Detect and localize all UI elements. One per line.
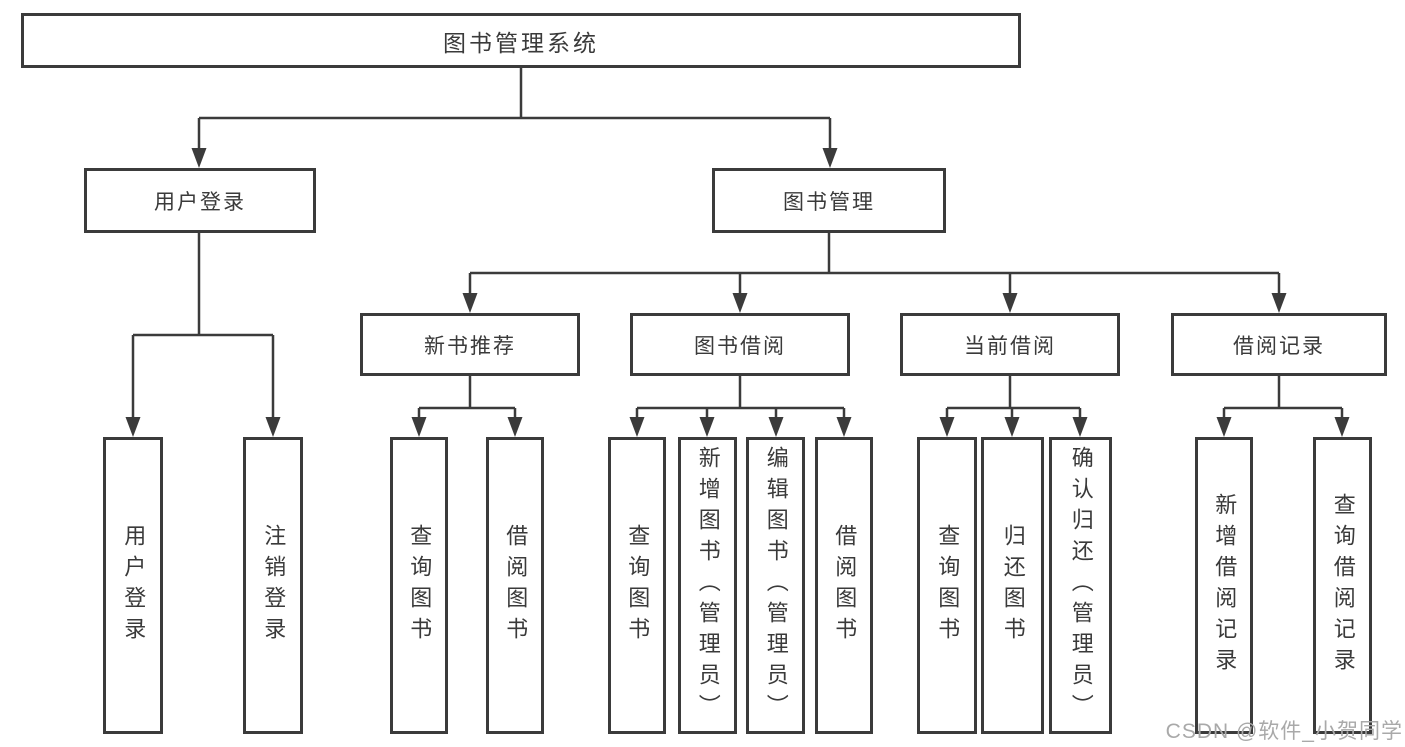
leaf-logout: 注销登录 — [243, 437, 303, 734]
node-label: 当前借阅 — [964, 334, 1056, 358]
node-label: 用户登录 — [154, 190, 246, 214]
leaf-query-books-current: 查询图书 — [917, 437, 977, 734]
node-new-book-recommend: 新书推荐 — [360, 313, 580, 376]
node-book-borrow: 图书借阅 — [630, 313, 850, 376]
node-label: 新增图书（管理员） — [695, 446, 721, 725]
node-label: 确认归还（管理员） — [1068, 446, 1094, 725]
node-label: 用户登录 — [121, 523, 147, 648]
leaf-user-login: 用户登录 — [103, 437, 163, 734]
leaf-confirm-return-admin: 确认归还（管理员） — [1049, 437, 1112, 734]
node-label: 新书推荐 — [424, 334, 516, 358]
node-label: 编辑图书（管理员） — [763, 446, 789, 725]
leaf-return-book: 归还图书 — [981, 437, 1044, 734]
node-label: 借阅图书 — [503, 523, 529, 648]
node-label: 注销登录 — [261, 523, 287, 648]
leaf-query-books-borrow: 查询图书 — [608, 437, 666, 734]
watermark: CSDN @软件_小贺同学 — [1165, 720, 1403, 743]
node-borrow-records: 借阅记录 — [1171, 313, 1387, 376]
node-library-system: 图书管理系统 — [21, 13, 1021, 68]
leaf-add-borrow-record: 新增借阅记录 — [1195, 437, 1253, 734]
node-label: 图书管理 — [783, 190, 875, 214]
leaf-edit-book-admin: 编辑图书（管理员） — [746, 437, 805, 734]
leaf-query-books-recommend: 查询图书 — [390, 437, 448, 734]
node-label: 借阅记录 — [1233, 334, 1325, 358]
node-label: 查询图书 — [407, 523, 433, 648]
node-book-management: 图书管理 — [712, 168, 946, 233]
leaf-borrow-books-2: 借阅图书 — [815, 437, 873, 734]
leaf-query-borrow-record: 查询借阅记录 — [1313, 437, 1372, 734]
node-label: 查询图书 — [935, 523, 961, 648]
node-label: 查询借阅记录 — [1330, 492, 1356, 679]
node-label: 借阅图书 — [832, 523, 858, 648]
leaf-add-book-admin: 新增图书（管理员） — [678, 437, 737, 734]
node-current-borrow: 当前借阅 — [900, 313, 1120, 376]
node-label: 图书借阅 — [694, 334, 786, 358]
node-label: 归还图书 — [1000, 523, 1026, 648]
leaf-borrow-books-recommend: 借阅图书 — [486, 437, 544, 734]
node-label: 图书管理系统 — [443, 29, 599, 56]
node-user-login-group: 用户登录 — [84, 168, 316, 233]
node-label: 新增借阅记录 — [1212, 492, 1238, 679]
node-label: 查询图书 — [625, 523, 651, 648]
